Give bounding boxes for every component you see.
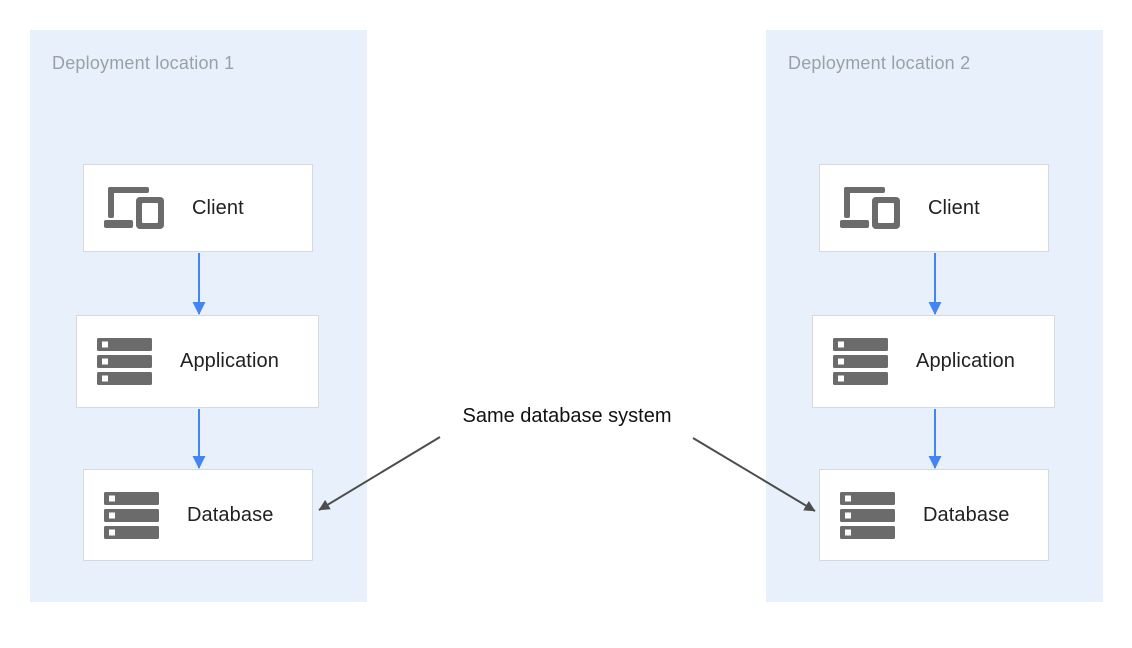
annotation-same-database-system: Same database system bbox=[462, 405, 672, 427]
deployment-location-1: Deployment location 1 Client Application bbox=[30, 30, 367, 602]
devices-icon bbox=[104, 187, 164, 229]
node-label: Application bbox=[916, 350, 1015, 372]
deployment-location-2: Deployment location 2 Client Application bbox=[766, 30, 1103, 602]
devices-icon bbox=[840, 187, 900, 229]
storage-icon bbox=[97, 338, 152, 385]
node-label: Database bbox=[187, 503, 274, 526]
application-node: Application bbox=[76, 315, 319, 408]
client-node: Client bbox=[819, 164, 1049, 252]
storage-icon bbox=[840, 491, 895, 539]
node-label: Database bbox=[923, 503, 1010, 526]
storage-icon bbox=[104, 491, 159, 539]
node-label: Client bbox=[192, 196, 244, 219]
location-title: Deployment location 2 bbox=[788, 53, 971, 73]
database-node: Database bbox=[83, 469, 313, 561]
client-node: Client bbox=[83, 164, 313, 252]
location-title: Deployment location 1 bbox=[52, 53, 235, 73]
storage-icon bbox=[833, 338, 888, 385]
database-node: Database bbox=[819, 469, 1049, 561]
application-node: Application bbox=[812, 315, 1055, 408]
node-label: Client bbox=[928, 196, 980, 219]
node-label: Application bbox=[180, 350, 279, 372]
